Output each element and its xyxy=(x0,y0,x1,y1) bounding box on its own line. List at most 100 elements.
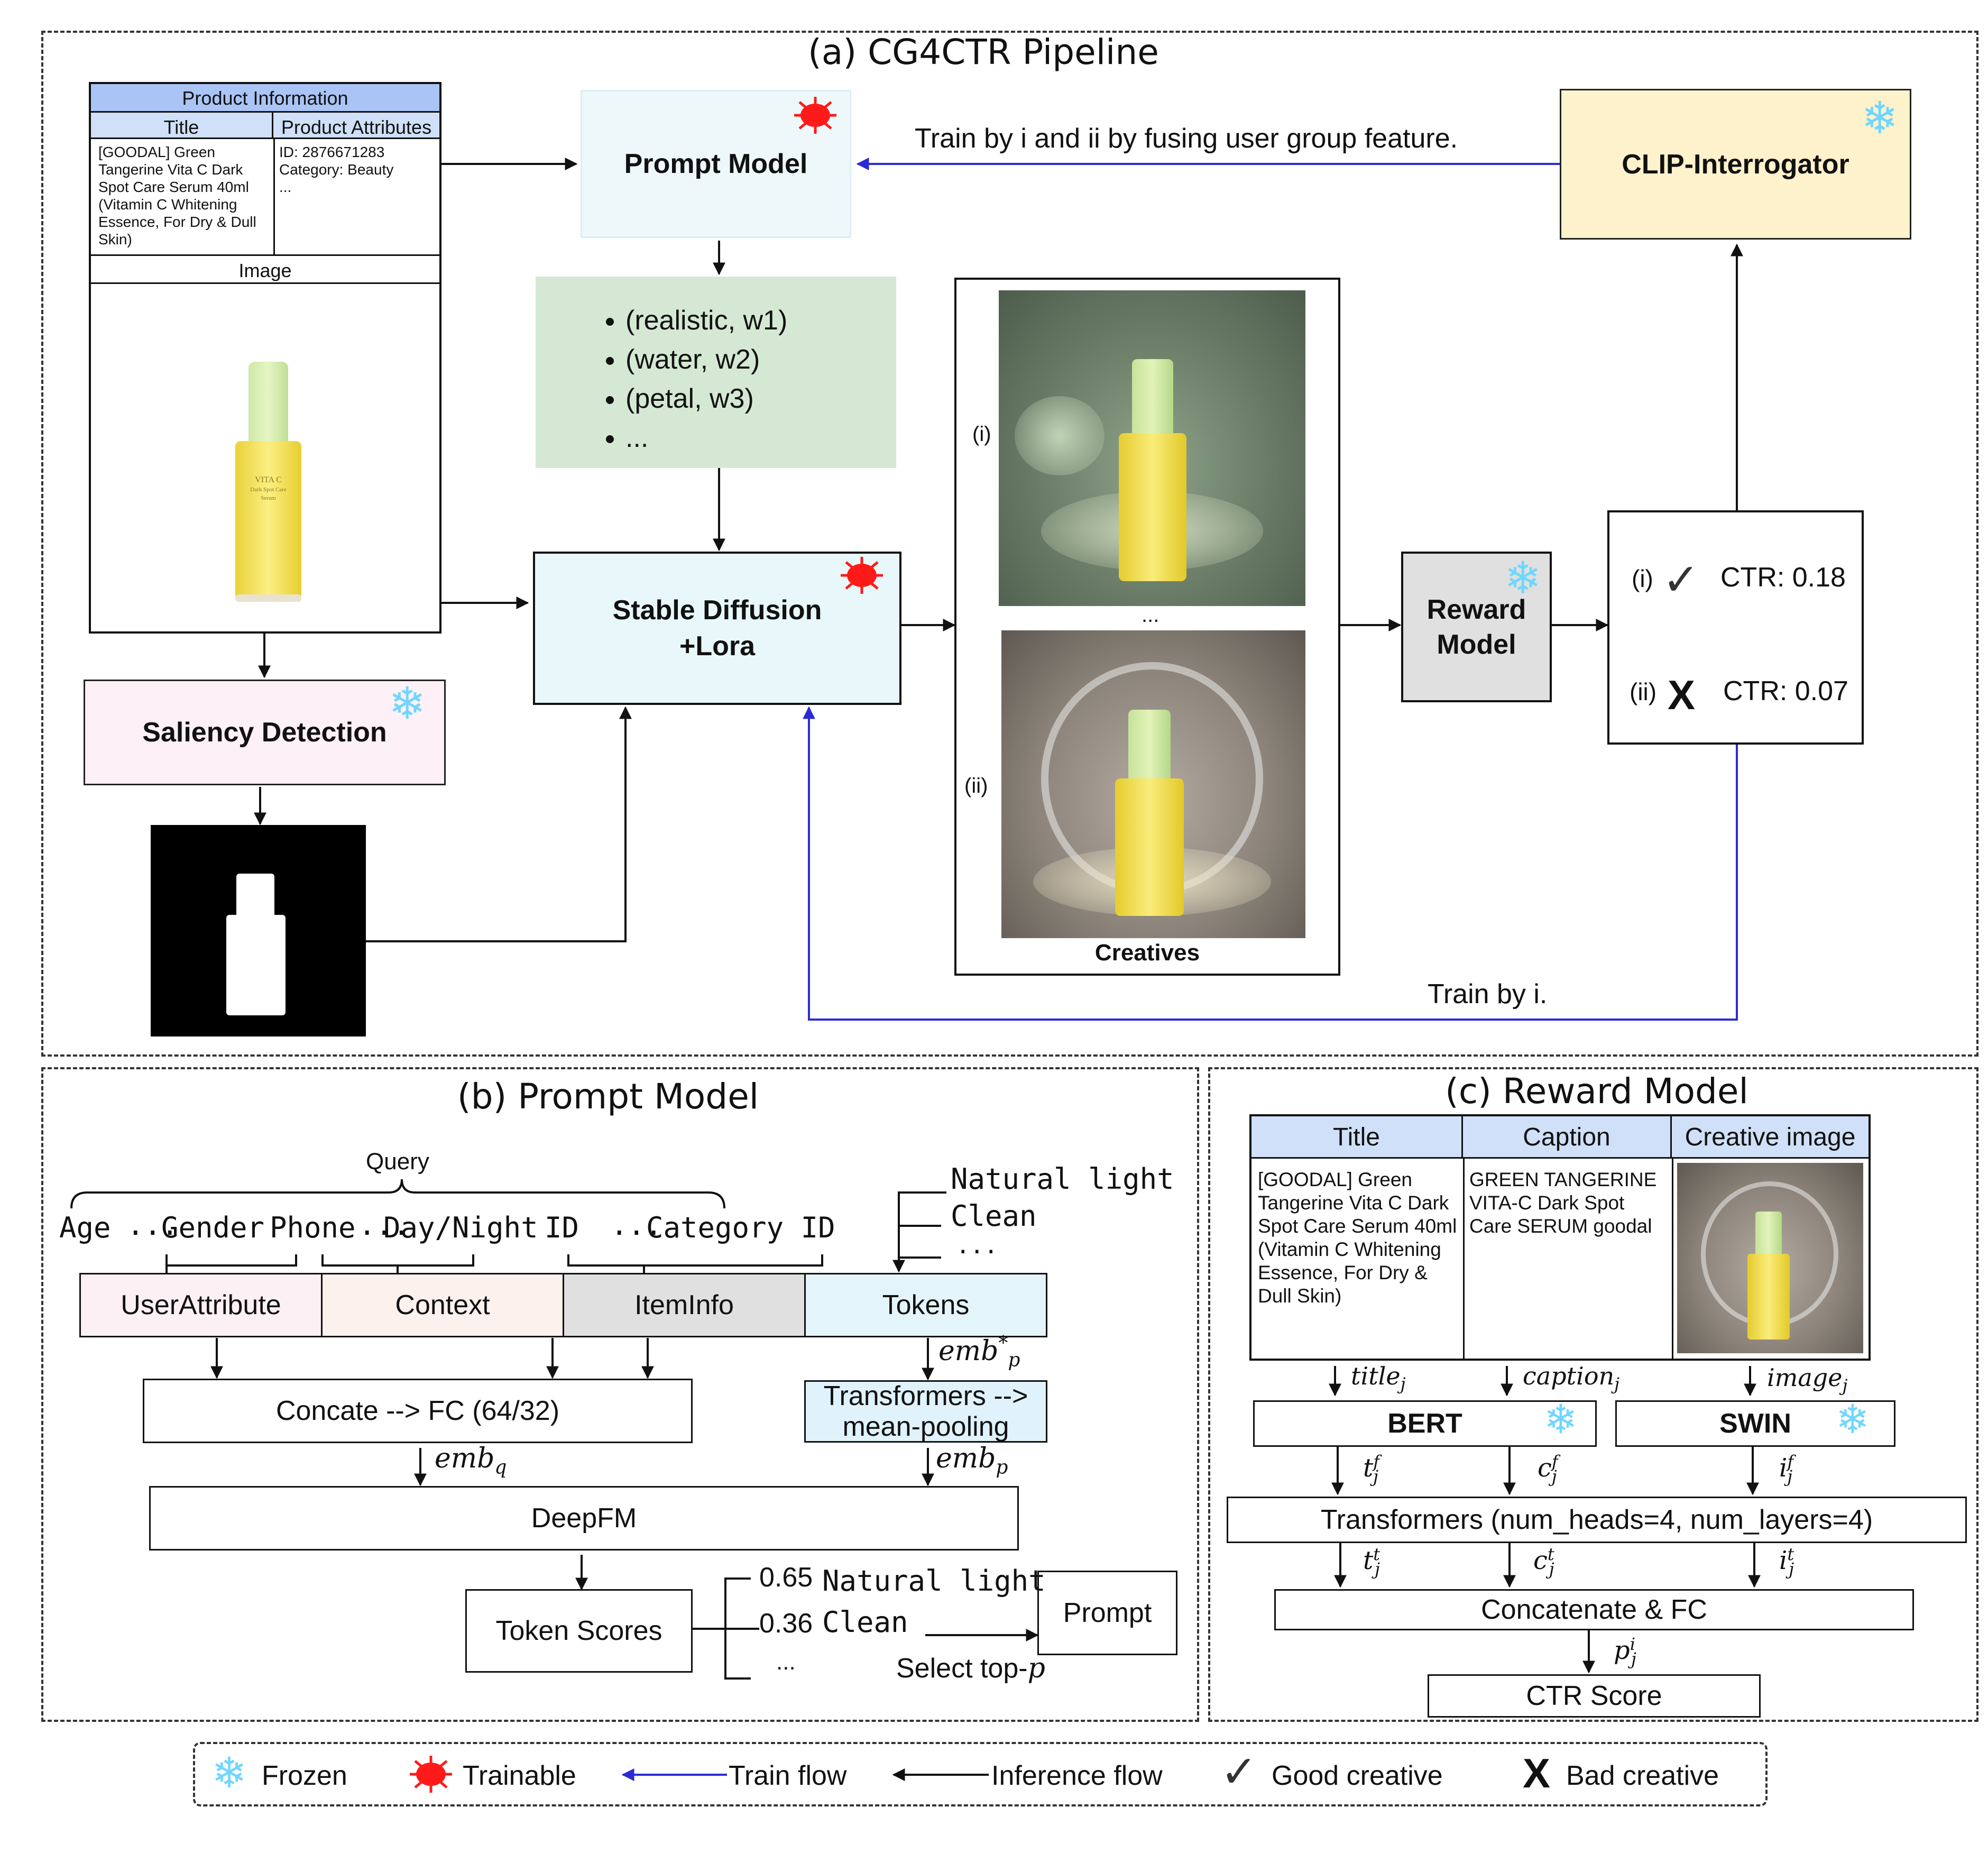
snowflake-icon: ❄ xyxy=(1836,1397,1870,1442)
creatives-label: Creatives xyxy=(1094,940,1200,966)
pi-label: pij xyxy=(1614,1634,1636,1669)
reward-model-box[interactable]: Reward Model xyxy=(1401,552,1552,702)
legend-frozen: Frozen xyxy=(262,1760,347,1791)
check-icon: ✓ xyxy=(1662,554,1700,606)
emb-q-label: embq xyxy=(435,1443,507,1479)
swin-box[interactable]: SWIN xyxy=(1615,1400,1895,1447)
product-info-header: Product Information xyxy=(91,84,439,113)
feature-id: ID xyxy=(545,1211,579,1244)
score-1-value: 0.65 xyxy=(759,1562,813,1593)
train-flow-label-bottom: Train by i. xyxy=(1428,979,1548,1010)
bottle-label-3: Serum xyxy=(261,495,276,501)
col-image-header: Creative image xyxy=(1672,1116,1869,1159)
cf-label: cfj xyxy=(1538,1452,1558,1487)
legend-trainable: Trainable xyxy=(463,1760,576,1791)
bert-box[interactable]: BERT xyxy=(1253,1400,1597,1447)
col-caption-header: Caption xyxy=(1463,1116,1672,1159)
trainable-icon xyxy=(404,1753,457,1795)
cross-icon: X xyxy=(1668,672,1696,718)
item-info-label: ItemInfo xyxy=(634,1290,734,1320)
reward-caption-text: GREEN TANGERINE VITA-C Dark Spot Care SE… xyxy=(1469,1169,1657,1237)
prompt-label: Prompt xyxy=(1063,1598,1152,1628)
product-info-table: Product Information Title Product Attrib… xyxy=(89,82,441,634)
swin-label: SWIN xyxy=(1719,1408,1791,1439)
var-image-label: imagej xyxy=(1767,1363,1848,1396)
creative-image-2 xyxy=(1001,630,1305,938)
panel-c-frame xyxy=(1208,1067,1978,1722)
legend-bad-creative: Bad creative xyxy=(1566,1760,1719,1791)
feature-ellipsis: ... xyxy=(611,1208,662,1242)
panel-b-title: (b) Prompt Model xyxy=(457,1076,759,1117)
user-attribute-label: UserAttribute xyxy=(121,1290,281,1320)
bottle-label-2: Dark Spot Care xyxy=(250,487,287,493)
concatenate-fc-box[interactable]: Concatenate & FC xyxy=(1274,1589,1914,1630)
concat-fc-label: Concate --> FC (64/32) xyxy=(275,1396,560,1426)
concatenate-fc-label: Concatenate & FC xyxy=(1481,1594,1707,1625)
ctr-score-box[interactable]: CTR Score xyxy=(1428,1674,1761,1718)
feature-ellipsis: ... xyxy=(127,1208,179,1242)
snowflake-icon: ❄ xyxy=(1544,1397,1578,1442)
creatives-container: (i) ... (ii) Creatives xyxy=(954,278,1340,976)
creatives-ellipsis: ... xyxy=(1142,603,1159,627)
score-2-token: Clean xyxy=(822,1606,908,1639)
concat-fc-box[interactable]: Concate --> FC (64/32) xyxy=(143,1379,693,1443)
feature-age: Age xyxy=(59,1211,111,1244)
product-attr-more: ... xyxy=(279,179,292,195)
panel-a-title: (a) CG4CTR Pipeline xyxy=(808,32,1159,72)
token-scores-label: Token Scores xyxy=(495,1616,662,1646)
prompt-box[interactable]: Prompt xyxy=(1037,1571,1177,1655)
reward-input-table: Title Caption Creative image [GOODAL] Gr… xyxy=(1249,1114,1871,1361)
tt-label: ttj xyxy=(1363,1544,1380,1579)
token-clean: Clean xyxy=(951,1199,1037,1233)
bert-label: BERT xyxy=(1387,1408,1462,1439)
keyword-weight-item: (water, w2) xyxy=(625,342,896,377)
trainable-icon xyxy=(789,94,842,136)
creative-i-label: (i) xyxy=(972,423,991,446)
tokens-box[interactable]: Tokens xyxy=(804,1273,1047,1337)
saliency-detection-box[interactable]: Saliency Detection xyxy=(84,680,446,785)
token-scores-box[interactable]: Token Scores xyxy=(465,1589,693,1673)
ctr-ii-label: (ii) xyxy=(1630,678,1657,705)
saliency-mask-image xyxy=(151,825,366,1036)
ctr-i-value: CTR: 0.18 xyxy=(1720,562,1846,593)
prompt-model-label: Prompt Model xyxy=(624,149,808,179)
snowflake-icon: ❄ xyxy=(389,678,426,728)
product-title-text: [GOODAL] Green Tangerine Vita C Dark Spo… xyxy=(98,144,256,247)
panel-b-frame xyxy=(41,1067,1199,1722)
feature-phone: Phone xyxy=(270,1211,356,1244)
reward-model-label-1: Reward xyxy=(1426,594,1526,625)
tokens-label: Tokens xyxy=(882,1290,970,1320)
keyword-weight-item: (realistic, w1) xyxy=(625,303,896,338)
transformers-pooling-box[interactable]: Transformers --> mean-pooling xyxy=(804,1380,1047,1443)
keyword-weight-list: (realistic, w1) (water, w2) (petal, w3) … xyxy=(536,277,896,455)
context-box[interactable]: Context xyxy=(321,1273,564,1337)
clip-interrogator-box[interactable]: CLIP-Interrogator xyxy=(1560,89,1911,240)
feature-gender: Gender xyxy=(161,1211,265,1244)
reward-transformers-box[interactable]: Transformers (num_heads=4, num_layers=4) xyxy=(1227,1497,1967,1543)
emb-p-star-label: emb*p xyxy=(938,1333,1020,1371)
user-attribute-box[interactable]: UserAttribute xyxy=(79,1273,323,1337)
ct-label: ctj xyxy=(1533,1544,1554,1579)
stable-diffusion-label: Stable Diffusion xyxy=(612,595,822,626)
product-col-attrs: Product Attributes xyxy=(273,113,439,139)
legend-good-creative: Good creative xyxy=(1272,1760,1443,1791)
deepfm-box[interactable]: DeepFM xyxy=(149,1486,1019,1551)
product-attr-category: Category: Beauty xyxy=(279,161,394,178)
feature-ellipsis: ... xyxy=(358,1208,410,1242)
product-image-label: Image xyxy=(91,254,439,284)
bottle-label-1: VITA C xyxy=(255,475,282,484)
ctr-ii-value: CTR: 0.07 xyxy=(1723,676,1848,707)
emb-p-label: embp xyxy=(936,1443,1008,1479)
tf-label: tfj xyxy=(1363,1452,1380,1487)
ctr-score-label: CTR Score xyxy=(1526,1681,1662,1711)
creative-ii-label: (ii) xyxy=(964,774,988,797)
legend-train-flow: Train flow xyxy=(729,1760,847,1791)
panel-a-frame xyxy=(41,31,1978,1057)
transformers-label: Transformers --> xyxy=(823,1381,1028,1411)
feature-category-id: Category ID xyxy=(646,1211,835,1244)
panel-c-title: (c) Reward Model xyxy=(1445,1071,1748,1112)
item-info-box[interactable]: ItemInfo xyxy=(563,1273,806,1337)
stable-diffusion-box[interactable]: Stable Diffusion +Lora xyxy=(533,552,901,705)
deepfm-label: DeepFM xyxy=(531,1503,637,1534)
token-natural-light: Natural light xyxy=(951,1162,1174,1196)
